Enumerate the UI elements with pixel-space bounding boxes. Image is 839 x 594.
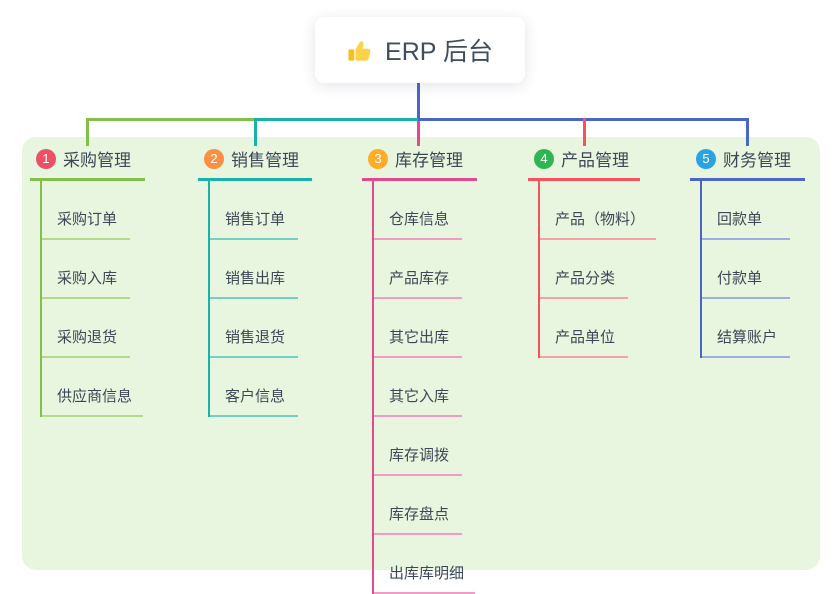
child-node[interactable]: 库存盘点 (374, 476, 462, 535)
child-node[interactable]: 其它出库 (374, 299, 462, 358)
topic-label: 库存管理 (395, 151, 463, 170)
connector-drop-finance (746, 118, 749, 146)
children-product: 产品（物料） 产品分类 产品单位 (538, 181, 657, 358)
connector-root-stem (417, 83, 420, 120)
connector-drop-inventory (417, 121, 420, 146)
child-node[interactable]: 产品库存 (374, 240, 462, 299)
connector-drop-product (583, 118, 586, 146)
connector-drop-sales (254, 118, 257, 146)
child-node[interactable]: 仓库信息 (374, 181, 462, 240)
connector-drop-purchase (86, 118, 89, 146)
root-label: ERP 后台 (385, 38, 493, 66)
child-node[interactable]: 采购入库 (42, 240, 130, 299)
children-purchase: 采购订单 采购入库 采购退货 供应商信息 (40, 181, 145, 417)
children-inventory: 仓库信息 产品库存 其它出库 其它入库 库存调拨 库存盘点 出库库明细 (372, 181, 477, 594)
child-node[interactable]: 采购退货 (42, 299, 130, 358)
badge-4: 4 (534, 148, 554, 169)
child-node[interactable]: 客户信息 (210, 358, 298, 417)
child-node[interactable]: 产品分类 (540, 240, 628, 299)
branch-purchase: 1 采购管理 采购订单 采购入库 采购退货 供应商信息 (30, 146, 145, 417)
root-node[interactable]: ERP 后台 (315, 17, 525, 83)
child-node[interactable]: 产品单位 (540, 299, 628, 358)
branch-product: 4 产品管理 产品（物料） 产品分类 产品单位 (528, 146, 657, 358)
child-node[interactable]: 回款单 (702, 181, 790, 240)
branch-sales: 2 销售管理 销售订单 销售出库 销售退货 客户信息 (198, 146, 312, 417)
child-node[interactable]: 供应商信息 (42, 358, 144, 417)
child-node[interactable]: 采购订单 (42, 181, 130, 240)
branch-inventory: 3 库存管理 仓库信息 产品库存 其它出库 其它入库 库存调拨 库存盘点 出库库… (362, 146, 477, 594)
topic-node-sales[interactable]: 2 销售管理 (198, 146, 312, 181)
topic-node-purchase[interactable]: 1 采购管理 (30, 146, 145, 181)
child-node[interactable]: 销售出库 (210, 240, 298, 299)
child-node[interactable]: 付款单 (702, 240, 790, 299)
mindmap-panel (22, 137, 820, 570)
thumbs-up-icon (348, 41, 371, 61)
child-node[interactable]: 其它入库 (374, 358, 462, 417)
child-node[interactable]: 销售退货 (210, 299, 298, 358)
topic-label: 采购管理 (63, 151, 131, 170)
topic-node-product[interactable]: 4 产品管理 (528, 146, 640, 181)
topic-label: 产品管理 (561, 151, 629, 170)
topic-label: 销售管理 (231, 151, 299, 170)
child-node[interactable]: 产品（物料） (540, 181, 657, 240)
badge-5: 5 (696, 148, 716, 169)
connector-bus-segment-2 (255, 118, 418, 121)
badge-3: 3 (368, 148, 388, 169)
badge-2: 2 (204, 148, 224, 169)
topic-node-finance[interactable]: 5 财务管理 (690, 146, 805, 181)
topic-node-inventory[interactable]: 3 库存管理 (362, 146, 477, 181)
children-sales: 销售订单 销售出库 销售退货 客户信息 (208, 181, 312, 417)
child-node[interactable]: 库存调拨 (374, 417, 462, 476)
child-node[interactable]: 出库库明细 (374, 535, 476, 594)
branch-finance: 5 财务管理 回款单 付款单 结算账户 (690, 146, 805, 358)
child-node[interactable]: 销售订单 (210, 181, 298, 240)
badge-1: 1 (36, 148, 56, 169)
children-finance: 回款单 付款单 结算账户 (700, 181, 805, 358)
connector-bus-segment-1 (86, 118, 255, 121)
child-node[interactable]: 结算账户 (702, 299, 790, 358)
topic-label: 财务管理 (723, 151, 791, 170)
